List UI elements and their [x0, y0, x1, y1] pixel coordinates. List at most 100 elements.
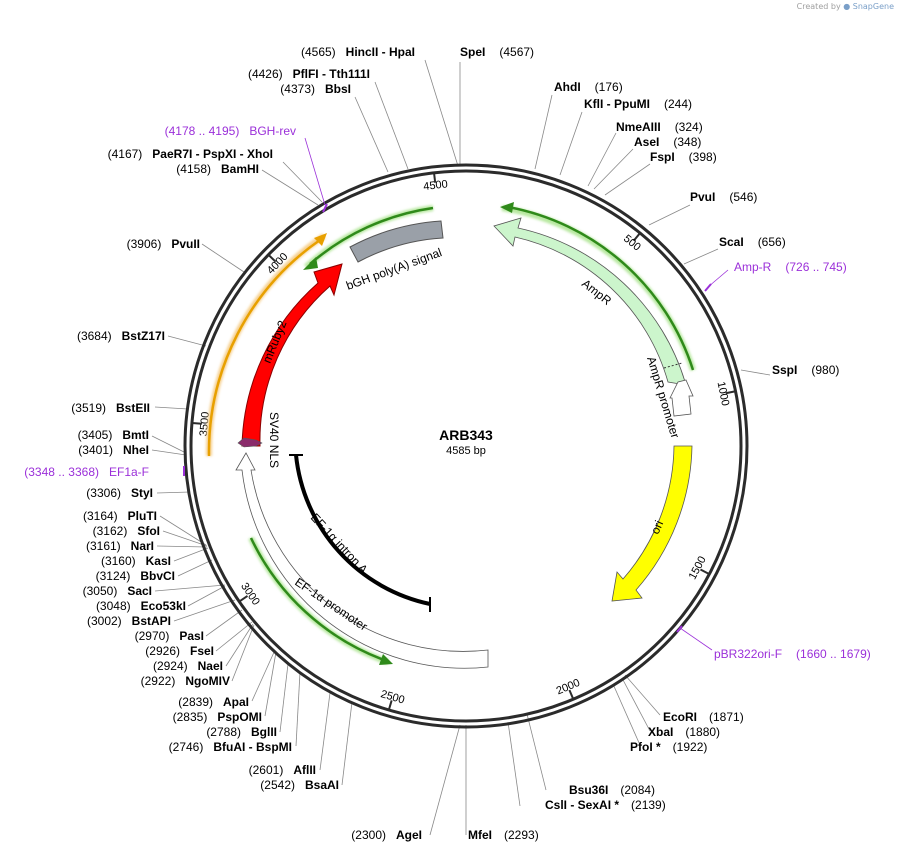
leader-amp-r [707, 269, 729, 288]
backbone [183, 163, 749, 729]
leader-pfoi [612, 683, 641, 746]
site-bsteii[interactable]: (3519)BstEII [71, 401, 150, 415]
site-bfuai-bspmi[interactable]: (2746)BfuAI - BspMI [169, 740, 292, 754]
sv40-nls-arrow [237, 437, 263, 448]
site-nmeaiii[interactable]: NmeAIII(324) [616, 120, 703, 134]
tick-label-1500: 1500 [687, 554, 709, 581]
leader-fspi [604, 163, 651, 196]
site-eco53ki[interactable]: (3048)Eco53kI [96, 599, 186, 613]
primer-amp-r[interactable]: Amp-R(726 .. 745) [734, 260, 847, 274]
site-pvui-right[interactable]: PvuI(546) [690, 190, 757, 204]
site-mfei[interactable]: MfeI(2293) [468, 828, 539, 842]
site-pluti[interactable]: (3164)PluTI [83, 509, 157, 523]
leader-agei [429, 724, 461, 836]
site-nhei[interactable]: (3401)NheI [78, 443, 149, 457]
leader-bgh-rev [304, 137, 326, 206]
site-pasi[interactable]: (2970)PasI [135, 629, 204, 643]
site-bmti[interactable]: (3405)BmtI [78, 428, 149, 442]
site-scai[interactable]: ScaI(656) [719, 235, 786, 249]
site-ahdi[interactable]: AhdI(176) [554, 80, 623, 94]
leader-pvuii [201, 243, 245, 273]
tick-mark-2000 [568, 689, 575, 700]
site-styi[interactable]: (3306)StyI [86, 486, 153, 500]
backbone-inner-ring [189, 169, 743, 723]
site-agei[interactable]: (2300)AgeI [351, 828, 422, 842]
leader-aflii [319, 692, 331, 771]
snapgene-watermark: Created by ● SnapGene [797, 2, 894, 11]
tick-label-1000: 1000 [715, 381, 732, 407]
site-ngomiv[interactable]: (2922)NgoMIV [141, 674, 230, 688]
leader-bsaai [341, 701, 353, 786]
leader-eco53ki [187, 585, 226, 607]
label-ef1a-promoter: EF-1α promoter [292, 575, 370, 634]
site-sspi[interactable]: SspI(980) [772, 363, 839, 377]
leader-bstapi [173, 599, 236, 622]
site-pspomi[interactable]: (2835)PspOMI [173, 710, 262, 724]
site-pflfi-tth111i[interactable]: (4426)PflFI - Tth111I [248, 67, 370, 81]
leader-bglii [279, 663, 289, 733]
site-csli-sexai[interactable]: CslI - SexAI *(2139) [545, 798, 666, 812]
leader-sspi [740, 369, 771, 376]
plasmid-length: 4585 bp [446, 445, 486, 457]
leader-ecori [624, 674, 661, 716]
leader-asei [593, 148, 634, 190]
primer-mark-bgh-rev [322, 203, 328, 213]
leader-kfli [559, 111, 583, 176]
site-fspi[interactable]: FspI(398) [650, 150, 717, 164]
site-bstapi[interactable]: (3002)BstAPI [87, 614, 171, 628]
site-bstz17i[interactable]: (3684)BstZ17I [77, 329, 165, 343]
watermark-prefix: Created by [796, 2, 841, 11]
site-spei[interactable]: SpeI(4567) [460, 45, 534, 59]
site-kasi[interactable]: (3160)KasI [101, 554, 171, 568]
label-sv40-nls: SV40 NLS [267, 412, 281, 468]
ef1a-intron-line [294, 454, 431, 606]
site-nari[interactable]: (3161)NarI [86, 539, 154, 553]
site-paer7i-pspxi-xhoi[interactable]: (4167)PaeR7I - PspXI - XhoI [108, 147, 273, 161]
green-arrow-bottom-head [379, 654, 393, 665]
leader-naei [225, 623, 254, 667]
tick-label-2500: 2500 [379, 688, 406, 706]
leader-bstz17i [167, 335, 207, 347]
site-asei[interactable]: AseI(348) [634, 135, 701, 149]
leader-bamhi [261, 169, 319, 206]
site-apai[interactable]: (2839)ApaI [178, 695, 249, 709]
leader-nhei [151, 449, 187, 456]
primer-bgh-rev[interactable]: (4178 .. 4195)BGH-rev [165, 124, 296, 138]
leader-pspomi [264, 651, 277, 717]
leader-apai [251, 649, 276, 702]
site-pfoi[interactable]: PfoI *(1922) [630, 740, 707, 754]
label-ef1a-intron: EF-1α intron A [308, 510, 371, 576]
leader-pflfi [374, 81, 409, 170]
site-labels-right: SpeI(4567) AhdI(176) KflI - PpuMI(244) N… [460, 45, 839, 842]
tick-label-2000: 2000 [555, 677, 582, 698]
site-bamhi[interactable]: (4158)BamHI [176, 162, 259, 176]
primer-ef1a-f[interactable]: (3348 .. 3368)EF1a-F [24, 465, 149, 479]
site-bglii[interactable]: (2788)BglII [206, 725, 277, 739]
site-naei[interactable]: (2924)NaeI [153, 659, 223, 673]
tick-mark-500 [632, 232, 641, 242]
site-bsaai[interactable]: (2542)BsaAI [260, 778, 339, 792]
leader-styi [156, 491, 191, 494]
site-sfoi[interactable]: (3162)SfoI [93, 524, 160, 538]
site-xbai[interactable]: XbaI(1880) [648, 725, 720, 739]
site-ecori[interactable]: EcoRI(1871) [663, 710, 744, 724]
snapgene-logo-icon: ● [843, 2, 851, 11]
site-bbsi[interactable]: (4373)BbsI [280, 82, 351, 96]
site-kfli-ppumi[interactable]: KflI - PpuMI(244) [584, 97, 692, 111]
plasmid-title: ARB343 4585 bp [439, 427, 493, 457]
leader-bbvci [177, 559, 213, 577]
site-fsei[interactable]: (2926)FseI [145, 644, 214, 658]
site-pvuii[interactable]: (3906)PvuII [127, 237, 200, 251]
site-saci[interactable]: (3050)SacI [83, 584, 152, 598]
tick-mark-3000 [238, 595, 249, 603]
leader-pbr322ori-f [679, 627, 713, 651]
site-bbvci[interactable]: (3124)BbvCI [96, 569, 175, 583]
primer-pbr322ori-f[interactable]: pBR322ori-F(1660 .. 1679) [714, 647, 871, 661]
ampr-promoter-arrow [669, 379, 694, 417]
tick-mark-4000 [267, 254, 277, 263]
site-bsu36i[interactable]: Bsu36I(2084) [569, 783, 655, 797]
plasmid-name: ARB343 [439, 427, 493, 443]
site-aflii[interactable]: (2601)AflII [249, 763, 316, 777]
site-hincii-hpai[interactable]: (4565)HincII - HpaI [301, 45, 415, 59]
